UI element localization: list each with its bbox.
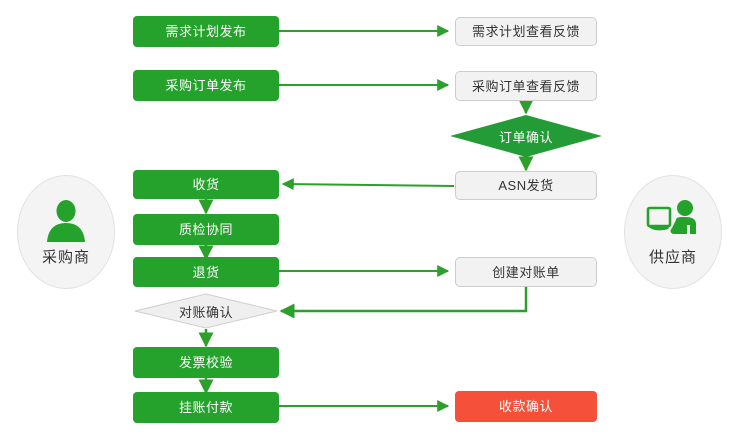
node-goods-receipt[interactable]: 收货 [133,170,279,199]
node-goods-receipt-label: 收货 [192,177,220,192]
node-statement-confirm[interactable]: 对账确认 [134,293,278,329]
node-quality-collaboration[interactable]: 质检协同 [133,214,279,245]
order-confirm-diamond-shape [450,115,602,157]
node-invoice-verify[interactable]: 发票校验 [133,347,279,378]
node-create-statement[interactable]: 创建对账单 [455,257,597,287]
node-demand-plan-feedback[interactable]: 需求计划查看反馈 [455,17,597,46]
node-demand-plan-publish[interactable]: 需求计划发布 [133,16,279,47]
node-payable-payment-label: 挂账付款 [178,400,233,415]
node-payable-payment[interactable]: 挂账付款 [133,392,279,423]
node-order-confirm[interactable]: 订单确认 [450,115,602,157]
edge-asn-to-receipt [281,178,455,191]
node-po-publish[interactable]: 采购订单发布 [133,70,279,101]
node-quality-collaboration-label: 质检协同 [178,222,233,237]
statement-confirm-diamond-shape [134,293,278,329]
actor-buyer[interactable]: 采购商 [17,175,115,289]
node-po-feedback[interactable]: 采购订单查看反馈 [455,71,597,101]
node-receipt-confirm[interactable]: 收款确认 [455,391,597,422]
node-return[interactable]: 退货 [133,257,279,287]
node-asn-shipment-label: ASN发货 [498,178,554,193]
actor-buyer-label: 采购商 [41,248,90,266]
node-return-label: 退货 [192,264,220,280]
node-statement-confirm-label: 对账确认 [178,304,233,320]
node-order-confirm-label: 订单确认 [498,129,553,145]
actor-supplier[interactable]: 供应商 [624,175,722,289]
person-icon [47,199,85,242]
node-demand-plan-feedback-label: 需求计划查看反馈 [471,24,580,39]
node-po-publish-label: 采购订单发布 [165,78,247,93]
node-create-statement-label: 创建对账单 [492,264,560,280]
node-po-feedback-label: 采购订单查看反馈 [471,78,580,94]
node-invoice-verify-label: 发票校验 [178,355,233,370]
node-demand-plan-publish-label: 需求计划发布 [165,24,247,39]
actor-supplier-label: 供应商 [648,248,697,266]
person-at-computer-icon [646,199,696,234]
node-asn-shipment[interactable]: ASN发货 [455,171,597,200]
node-receipt-confirm-label: 收款确认 [498,399,553,414]
edge-statement-to-confirm [279,287,528,319]
